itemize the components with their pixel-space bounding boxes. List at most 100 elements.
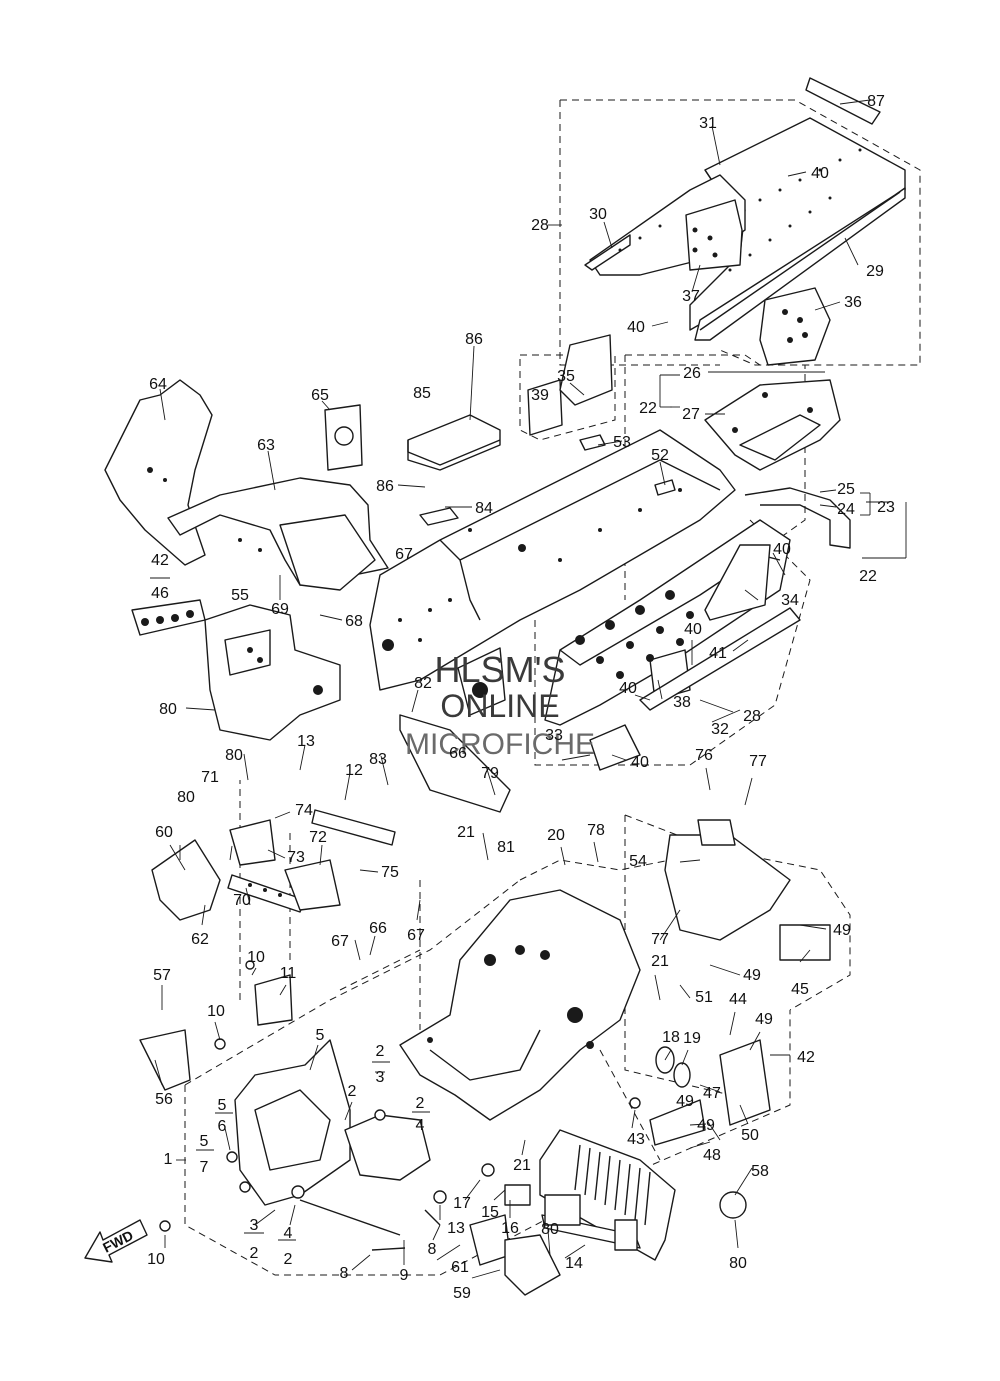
- callout-label-c23: 23: [877, 499, 895, 516]
- callout-label-c8a: 8: [428, 1241, 437, 1258]
- callout-label-c64: 64: [149, 376, 167, 393]
- callout-label-c4a: 4: [416, 1117, 425, 1134]
- callout-label-c10a: 10: [247, 949, 265, 966]
- callout-label-c30: 30: [589, 206, 607, 223]
- callout-label-c46: 46: [151, 585, 169, 602]
- callout-label-c39: 39: [531, 387, 549, 404]
- watermark-line3: MICROFICHE: [405, 728, 595, 761]
- callout-label-c49b: 49: [743, 967, 761, 984]
- callout-label-c58: 58: [751, 1163, 769, 1180]
- callout-label-c61: 61: [451, 1259, 469, 1276]
- callout-label-c3b: 3: [250, 1217, 259, 1234]
- callout-label-c2b: 2: [348, 1083, 357, 1100]
- callout-label-c47: 47: [703, 1085, 721, 1102]
- callout-label-c10b: 10: [207, 1003, 225, 1020]
- watermark-line1: HLSM'S: [435, 649, 566, 690]
- callout-label-c32: 32: [711, 721, 729, 738]
- callout-label-c21c: 21: [513, 1157, 531, 1174]
- callout-label-c59: 59: [453, 1285, 471, 1302]
- callout-label-c33: 33: [545, 727, 563, 744]
- callout-label-c68: 68: [345, 613, 363, 630]
- callout-label-c54: 54: [629, 853, 647, 870]
- callout-label-c49d: 49: [676, 1093, 694, 1110]
- callout-label-c43: 43: [627, 1131, 645, 1148]
- callout-label-c80b: 80: [225, 747, 243, 764]
- callout-label-c49e: 49: [697, 1117, 715, 1134]
- callout-label-c40e: 40: [619, 680, 637, 697]
- callout-label-c66a: 66: [449, 745, 467, 762]
- callout-label-c80c: 80: [177, 789, 195, 806]
- callout-label-c29: 29: [866, 263, 884, 280]
- leader-lines: [154, 99, 907, 1279]
- callout-label-c20: 20: [547, 827, 565, 844]
- callout-label-c80a: 80: [159, 701, 177, 718]
- callout-label-c75: 75: [381, 864, 399, 881]
- callout-label-c57: 57: [153, 967, 171, 984]
- callout-label-c53: 53: [613, 434, 631, 451]
- callout-label-c40c: 40: [773, 541, 791, 558]
- callout-label-c81: 81: [497, 839, 515, 856]
- callout-label-c42b: 42: [797, 1049, 815, 1066]
- callout-label-c13a: 13: [297, 733, 315, 750]
- callout-label-c7: 7: [200, 1159, 209, 1176]
- callout-label-c40f: 40: [631, 754, 649, 771]
- callout-label-c78: 78: [587, 822, 605, 839]
- callout-label-c70: 70: [233, 892, 251, 909]
- main-frame: [369, 334, 801, 771]
- assembly-boundaries: [184, 99, 921, 1276]
- front-bracket: [139, 960, 447, 1251]
- bulkhead: [399, 889, 641, 1121]
- callout-label-c21b: 21: [651, 953, 669, 970]
- watermark: HLSM'S ONLINE MICROFICHE: [405, 649, 595, 761]
- callout-label-c40a: 40: [811, 165, 829, 182]
- callout-label-c56: 56: [155, 1091, 173, 1108]
- callout-label-c63: 63: [257, 437, 275, 454]
- steering-block: [204, 604, 341, 741]
- callout-label-c17: 17: [453, 1195, 471, 1212]
- small-parts: [469, 1046, 747, 1296]
- callout-label-c44: 44: [729, 991, 747, 1008]
- callout-label-c13b: 13: [447, 1220, 465, 1237]
- callout-label-c5c: 5: [200, 1133, 209, 1150]
- fwd-arrow: FWD: [84, 1219, 148, 1263]
- callout-label-c38: 38: [673, 694, 691, 711]
- callout-label-c52: 52: [651, 447, 669, 464]
- callout-label-c67b: 67: [331, 933, 349, 950]
- callout-label-c24: 24: [837, 501, 855, 518]
- callout-label-c51: 51: [695, 989, 713, 1006]
- callout-label-c14: 14: [565, 1255, 583, 1272]
- skid-plate: [151, 714, 511, 921]
- callout-label-c74: 74: [295, 802, 313, 819]
- callout-label-c36: 36: [844, 294, 862, 311]
- heat-exchanger: [539, 819, 831, 1261]
- callout-label-c49a: 49: [833, 922, 851, 939]
- callout-label-c22b: 22: [859, 568, 877, 585]
- callout-label-c80d: 80: [541, 1221, 559, 1238]
- callout-label-c69: 69: [271, 601, 289, 618]
- callout-label-c55: 55: [231, 587, 249, 604]
- callout-label-c67c: 67: [407, 927, 425, 944]
- callout-label-c27: 27: [682, 406, 700, 423]
- callout-label-c12: 12: [345, 762, 363, 779]
- callout-label-c67a: 67: [395, 546, 413, 563]
- front-upper-frame: [104, 379, 389, 636]
- callout-label-c19: 19: [683, 1030, 701, 1047]
- callout-label-c40b: 40: [627, 319, 645, 336]
- callout-label-c2a: 2: [376, 1043, 385, 1060]
- callout-label-c86a: 86: [465, 331, 483, 348]
- callout-label-c22a: 22: [639, 400, 657, 417]
- callout-label-c49c: 49: [755, 1011, 773, 1028]
- callout-label-c21a: 21: [457, 824, 475, 841]
- callout-label-c28b: 28: [743, 708, 761, 725]
- callout-label-c66b: 66: [369, 920, 387, 937]
- callout-label-c48: 48: [703, 1147, 721, 1164]
- callout-label-c8b: 8: [340, 1265, 349, 1282]
- callout-label-c60: 60: [155, 824, 173, 841]
- callout-label-c26: 26: [683, 365, 701, 382]
- callout-label-c82: 82: [414, 675, 432, 692]
- callout-label-c11: 11: [280, 965, 297, 982]
- callout-label-c3a: 3: [376, 1069, 385, 1086]
- callout-label-c84: 84: [475, 500, 493, 517]
